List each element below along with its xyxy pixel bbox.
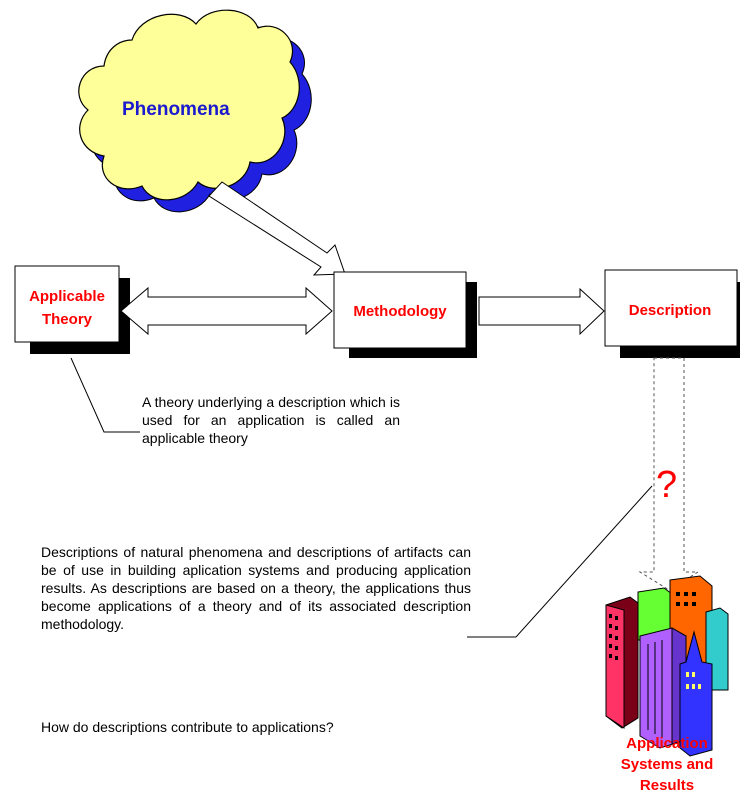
city-buildings-icon: [605, 575, 729, 757]
question-text: How do descriptions contribute to applic…: [41, 719, 334, 735]
theory-methodology-double-arrow: [120, 286, 333, 336]
theory-leader-line: [70, 357, 140, 433]
output-label-line2: Systems and: [621, 756, 714, 773]
description-label: Description: [629, 302, 712, 319]
applicable-theory-label-line2: Theory: [42, 311, 93, 328]
phenomena-to-methodology-arrow: [208, 181, 346, 276]
applications-note: Descriptions of natural phenomena and de…: [41, 544, 471, 632]
applications-leader-line-diagonal: [515, 485, 653, 638]
description-to-applications-arrow: [638, 357, 700, 591]
methodology-box: Methodology: [333, 271, 477, 358]
applicable-theory-box: Applicable Theory: [14, 265, 130, 354]
methodology-to-description-arrow: [478, 287, 605, 336]
applicable-theory-label-line1: Applicable: [29, 288, 105, 305]
methodology-label: Methodology: [353, 303, 447, 320]
question-mark: ?: [656, 464, 677, 506]
box-frame: [14, 265, 120, 343]
cloud-icon: [78, 9, 300, 201]
output-label-line1: Application: [626, 735, 708, 752]
box-frame: [333, 271, 467, 349]
applicable-theory-note: A theory underlying a description which …: [142, 394, 400, 446]
cloud-label: Phenomena: [122, 99, 230, 120]
box-frame: [604, 269, 738, 347]
output-label-line3: Results: [640, 777, 694, 794]
description-box: Description: [604, 269, 740, 358]
phenomena-cloud: Phenomena: [78, 9, 312, 213]
